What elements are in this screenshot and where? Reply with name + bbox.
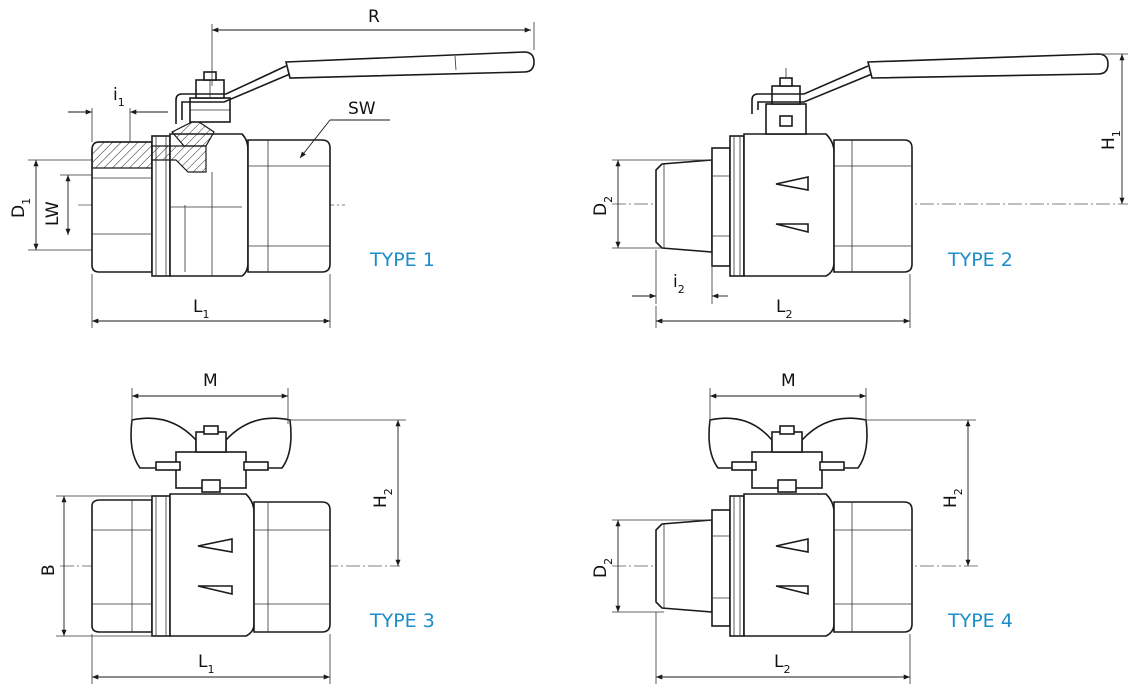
type-3-label: TYPE 3 — [369, 610, 435, 632]
type1-valve-drawing — [78, 51, 535, 277]
dim-D2-type2: D2 — [591, 196, 615, 216]
dim-D1: D1 — [9, 198, 33, 218]
dim-M-type3: M — [203, 371, 218, 391]
type2-valve-drawing — [612, 53, 1128, 277]
type3-dimensions: M H2 B L1 — [39, 371, 406, 684]
dim-D2-type4: D2 — [591, 558, 615, 578]
dim-H2-type3: H2 — [371, 488, 395, 508]
type1-dimensions: R SW i1 D1 LW L1 — [9, 7, 535, 328]
dim-L1: L1 — [193, 297, 209, 321]
dim-L2-type2: L2 — [776, 297, 792, 321]
dim-LW: LW — [43, 201, 63, 226]
dim-L1-type3: L1 — [198, 652, 214, 676]
dim-SW: SW — [348, 99, 376, 119]
type-1-label: TYPE 1 — [369, 249, 435, 271]
type4-dimensions: M H2 D2 L2 — [591, 371, 976, 684]
dim-L2-type4: L2 — [774, 652, 790, 676]
dim-H1: H1 — [1099, 130, 1123, 150]
dim-i2: i2 — [673, 272, 685, 296]
dim-i1: i1 — [113, 85, 125, 109]
dim-M-type4: M — [781, 371, 796, 391]
dim-R: R — [368, 7, 380, 27]
type3-valve-drawing — [60, 417, 400, 637]
dim-H2-type4: H2 — [941, 488, 965, 508]
type-2-label: TYPE 2 — [947, 249, 1013, 271]
type4-valve-drawing — [612, 417, 980, 637]
type-4-label: TYPE 4 — [947, 610, 1013, 632]
dim-B: B — [39, 564, 59, 576]
type2-dimensions: D2 i2 L2 H1 — [591, 53, 1128, 328]
